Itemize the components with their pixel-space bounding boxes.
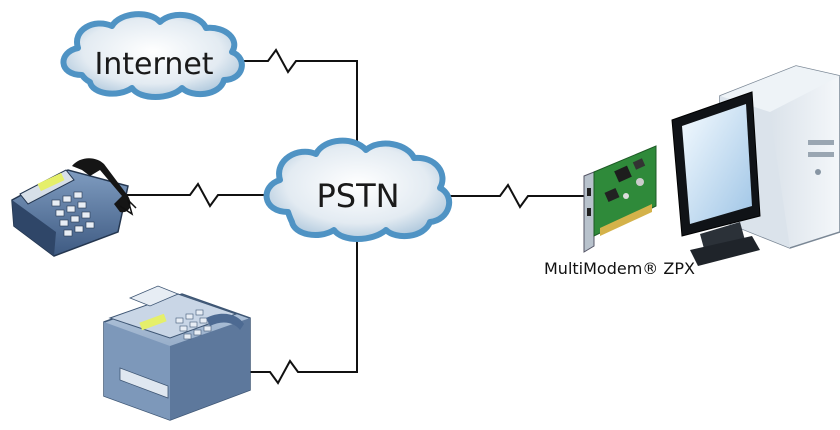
telephone-icon [11,158,137,257]
telephone-pstn-link [120,182,272,208]
internet-pstn-link [232,48,358,160]
pstn-fax-link [228,235,358,385]
internet-cloud: Internet [60,11,245,100]
modem-caption: MultiModem® ZPX [544,259,695,278]
pstn-cloud: PSTN [263,137,453,242]
connection-lines [120,48,585,385]
fax-machine-icon [103,285,251,421]
pstn-label: PSTN [316,177,399,215]
internet-label: Internet [94,47,213,82]
desktop-computer-icon [671,65,840,266]
pstn-modem-link [440,183,585,209]
modem-card-icon [583,145,657,253]
